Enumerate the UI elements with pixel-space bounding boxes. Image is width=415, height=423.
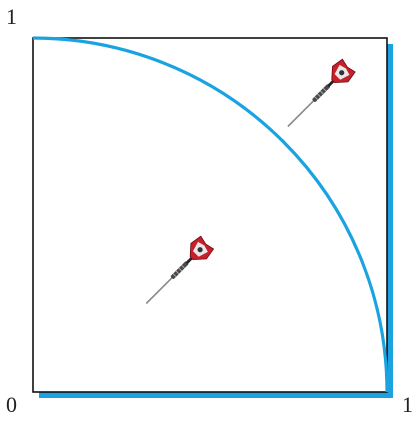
axis-label-origin: 0 xyxy=(6,392,17,417)
axis-label-x-max: 1 xyxy=(402,392,413,417)
quarter-circle-arc xyxy=(32,36,389,393)
unit-square xyxy=(32,37,388,393)
axis-label-y-max: 1 xyxy=(6,4,17,29)
